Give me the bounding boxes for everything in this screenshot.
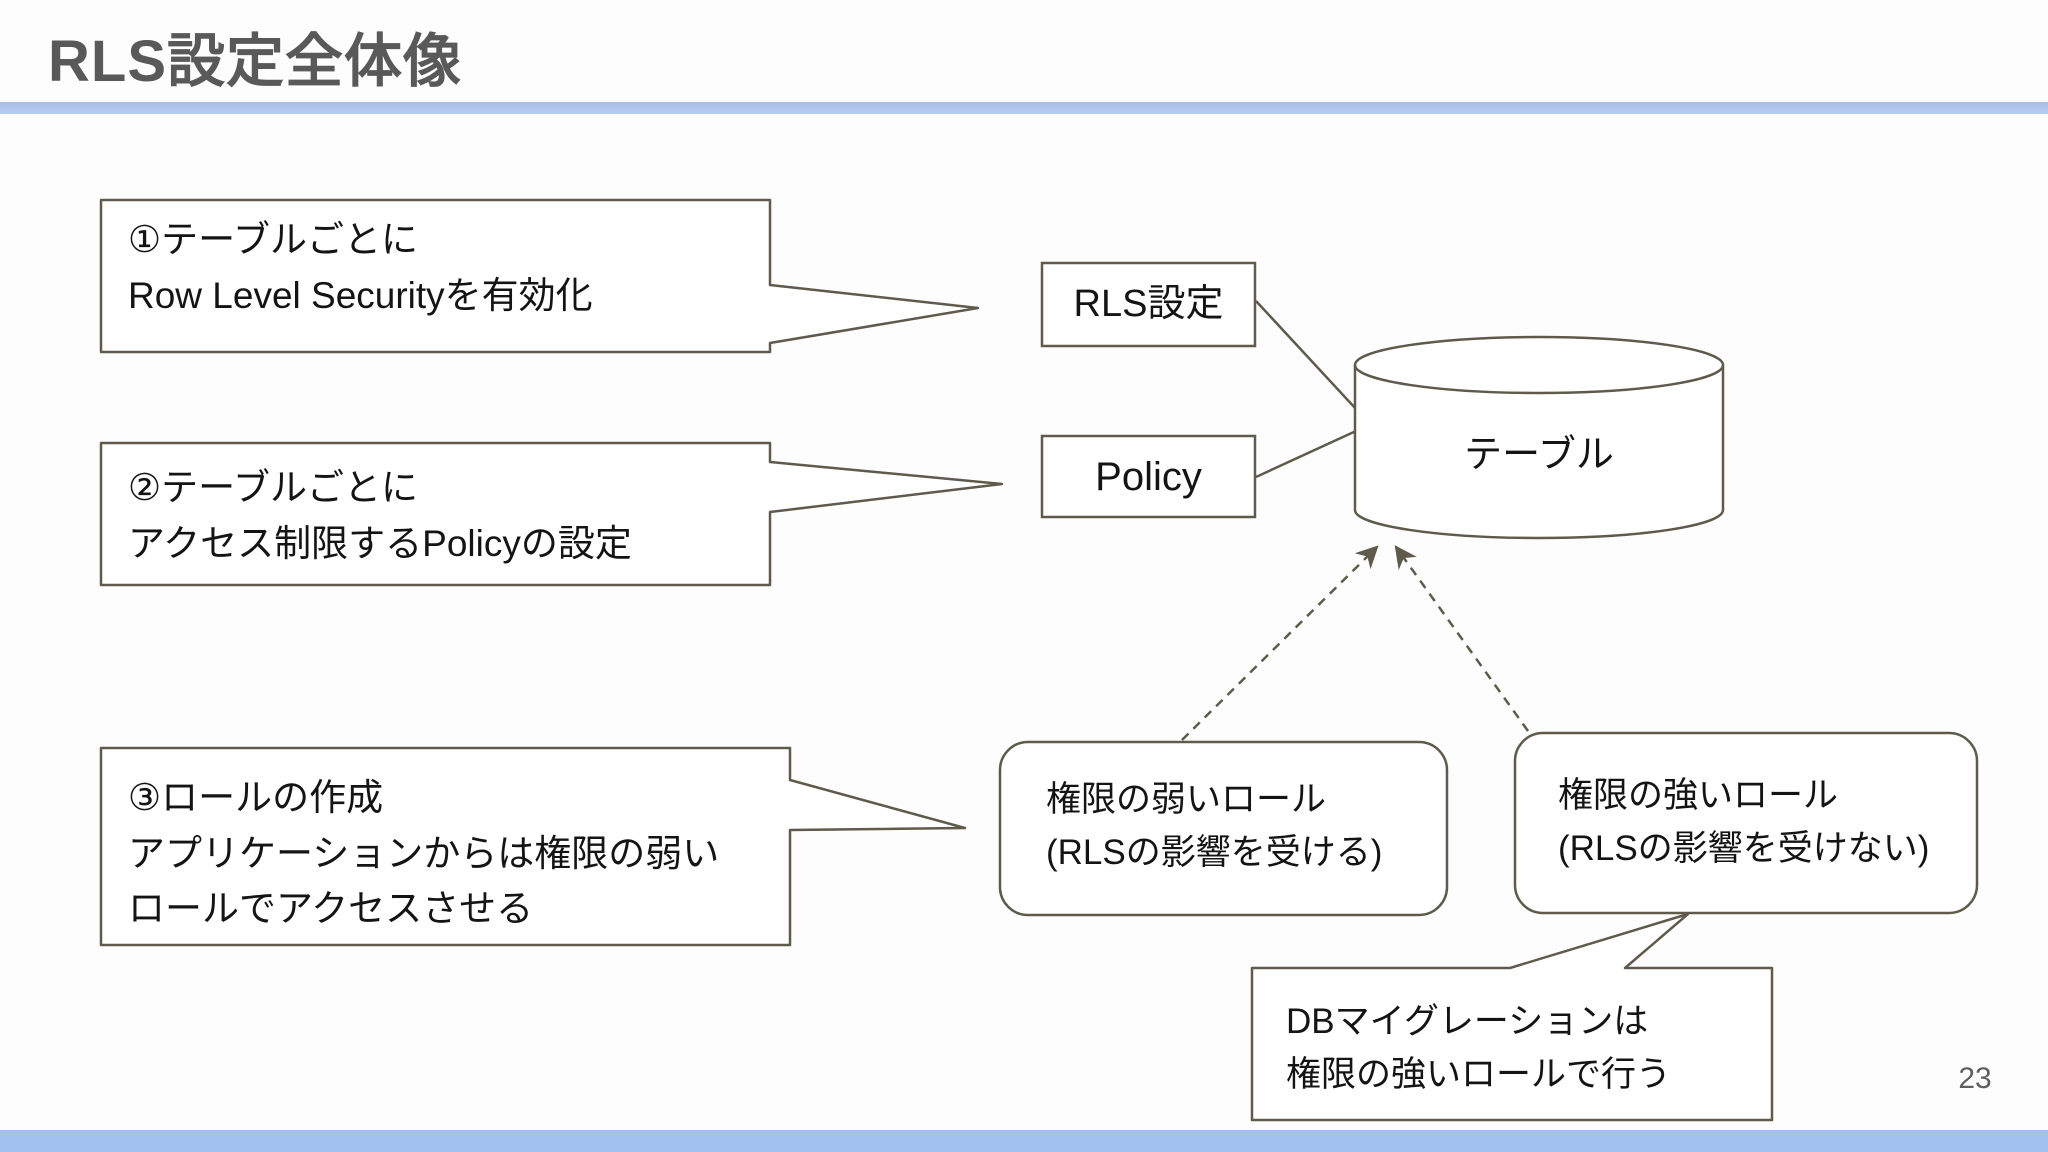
node-table-label: テーブル (1464, 433, 1614, 476)
table-cylinder-top (1353, 335, 1725, 395)
accent-bar-top (0, 102, 2048, 114)
accent-bar-bottom (0, 1130, 2048, 1152)
callout-step2-shape (99, 441, 1004, 587)
node-strong-role-box (1513, 731, 1979, 915)
node-rls-setting-box (1040, 261, 1257, 348)
node-weak-role-box (998, 740, 1449, 917)
node-policy-label: Policy (1095, 454, 1202, 499)
connector-policy-to-table (1255, 429, 1357, 479)
callout-step1-shape (99, 198, 980, 354)
callout-step2-text: ②テーブルごとに アクセス制限するPolicyの設定 (128, 467, 632, 564)
node-policy-box (1040, 434, 1257, 519)
callout-step1-text: ①テーブルごとに Row Level Securityを有効化 (128, 219, 593, 316)
callout-db-migration-text: DBマイグレーションは 権限の強いロールで行う (1286, 1002, 1672, 1094)
connector-rls-to-table (1255, 300, 1357, 410)
arrow-weak-role-to-table (1181, 545, 1379, 741)
node-weak-role-label: 権限の弱いロール (RLSの影響を受ける) (1046, 780, 1383, 872)
callout-db-migration-shape (1250, 912, 1774, 1122)
arrow-strong-role-to-table (1394, 545, 1530, 732)
page-title: RLS設定全体像 (48, 29, 463, 94)
node-rls-setting-label: RLS設定 (1073, 283, 1224, 325)
callout-step3-text: ③ロールの作成 アプリケーションからは権限の弱い ロールでアクセスさせる (128, 777, 720, 929)
page-number: 23 (1958, 1062, 1992, 1095)
table-cylinder-body (1353, 365, 1725, 540)
node-strong-role-label: 権限の強いロール (RLSの影響を受けない) (1558, 776, 1930, 868)
callout-step3-shape (99, 746, 967, 947)
